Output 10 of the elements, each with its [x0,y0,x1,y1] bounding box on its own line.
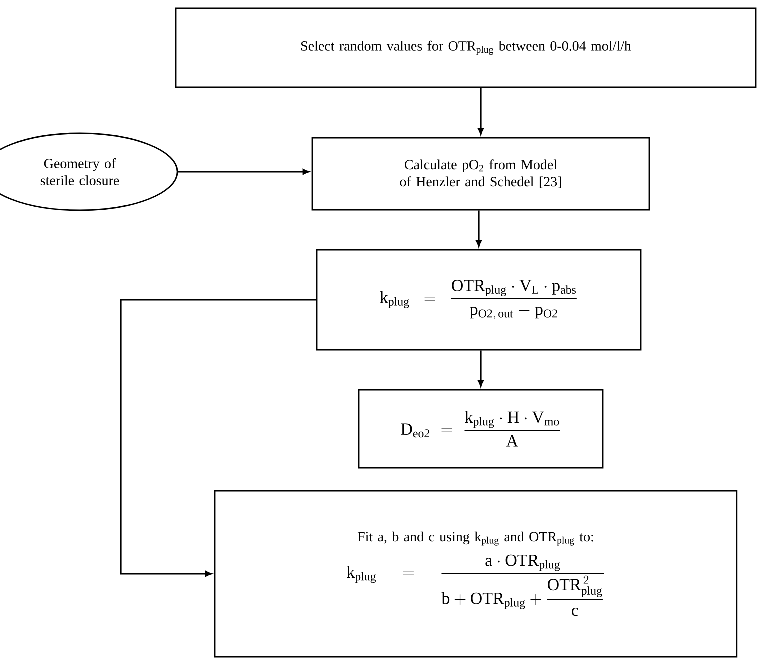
formula-box: $\mathrm{D}_{\mathrm{eo2}} = \frac{\mathrm{k}_{\mathrm{plug}} \cdot \mathrm{H} \cdot \mathrm{V}_{\mathrm{mo}}}{\mathrm{A}}$ [358,389,604,469]
arrow [478,88,484,135]
process-box: Select random values for OTR$_{plug}$ between 0-0.04 mol/l/h [175,8,757,88]
arrow [476,210,482,247]
formula-box: Fit a, b and c using k$_{plug}$ and OTR$_{plug}$ to: $\mathrm{k}_{\mathrm{plug}} = \frac{\mathrm{a} \cdot \mathrm{OTR}_{\mathrm{plug}}}{\mathrm{b} + \mathrm{OTR}_{\mathrm{plug}} + \dfrac{\mathrm{OTR}_{\mathrm{plug}}^{\,2}}{\mathrm{c}}}$ [214,490,738,658]
arrow [178,169,310,175]
process-box: Calculate pO$_{2}$ from Model of Henzler and Schedel [23] [312,137,650,211]
arrow [478,350,484,387]
arrow [120,299,316,577]
formula-box: $\mathrm{k}_{\mathrm{plug}} = \frac{\mathrm{OTR}_{\mathrm{plug}} \cdot \mathrm{V}_{\mathrm{L}} \cdot \mathrm{p}_{\mathrm{abs}}}{\mathrm{p}_{\mathrm{O2,\,out}} - \mathrm{p}_{\mathrm{O2}}}$ [316,249,642,351]
